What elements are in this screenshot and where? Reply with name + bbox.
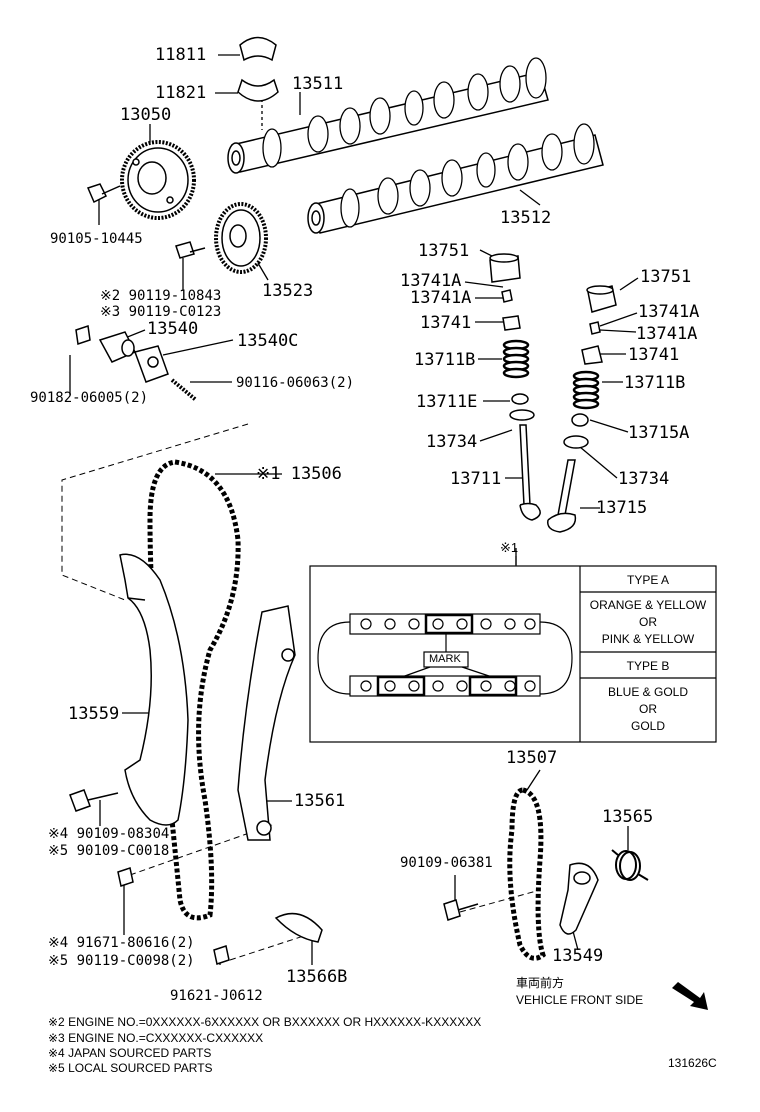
label-91671-80616: ※4 91671-80616(2) <box>48 935 195 951</box>
label-13715a: 13715A <box>628 423 690 443</box>
label-13751-left: 13751 <box>418 241 470 261</box>
label-90119-c0098: ※5 90119-C0098(2) <box>48 953 195 969</box>
type-a-header: TYPE A <box>626 573 670 587</box>
bolt-91671 <box>117 867 134 887</box>
label-13741a-right-1: 13741A <box>638 302 700 322</box>
bolt-91621 <box>213 945 230 965</box>
label-90116-06063: 90116-06063(2) <box>236 375 355 391</box>
label-13540c: 13540C <box>237 331 299 351</box>
type-b-color-3: GOLD <box>630 719 665 733</box>
label-13715: 13715 <box>596 498 648 518</box>
bolt-90109-06381 <box>443 899 479 921</box>
label-13711b-right: 13711B <box>624 373 686 393</box>
label-90105-10445: 90105-10445 <box>50 231 143 247</box>
sprocket-13523 <box>214 202 268 274</box>
label-90109-08304: ※4 90109-08304 <box>48 826 170 842</box>
valve-group-right <box>547 285 617 533</box>
chain-slipper-13561 <box>237 605 296 841</box>
label-13523: 13523 <box>262 281 314 301</box>
camshaft-13512 <box>307 123 604 234</box>
vehicle-front-en: VEHICLE FRONT SIDE <box>516 993 644 1007</box>
label-90119-10843: ※2 90119-10843 <box>100 288 222 304</box>
type-b-header: TYPE B <box>626 659 670 673</box>
label-13559: 13559 <box>68 704 120 724</box>
bolt-90105 <box>86 183 121 204</box>
label-13741-left: 13741 <box>420 313 472 333</box>
label-90109-06381: 90109-06381 <box>400 855 493 871</box>
note-4: ※4 JAPAN SOURCED PARTS <box>48 1046 212 1060</box>
vehicle-front-jp: 車両前方 <box>516 976 565 990</box>
type-b-color-1: BLUE & GOLD <box>607 685 689 699</box>
vehicle-front-arrow-icon <box>672 982 708 1010</box>
vvt-gear-13050 <box>120 140 196 220</box>
label-13741a-right-2: 13741A <box>636 324 698 344</box>
bearing-11821 <box>237 78 279 102</box>
label-13751-right: 13751 <box>640 267 692 287</box>
label-13741-right: 13741 <box>628 345 680 365</box>
label-13711e: 13711E <box>416 392 478 412</box>
detail-ref-mark: ※1 <box>500 540 519 555</box>
label-90182-06005: 90182-06005(2) <box>30 390 149 406</box>
gasket-13540c <box>134 345 169 383</box>
figure-id: 131626C <box>668 1056 717 1070</box>
label-13511: 13511 <box>292 74 344 94</box>
label-13050: 13050 <box>120 105 172 125</box>
type-a-color-3: PINK & YELLOW <box>601 632 695 646</box>
label-11811: 11811 <box>155 45 207 65</box>
note-5: ※5 LOCAL SOURCED PARTS <box>48 1061 213 1075</box>
label-13540: 13540 <box>147 319 199 339</box>
type-a-color-1: ORANGE & YELLOW <box>589 598 707 612</box>
spring-13565 <box>611 849 649 881</box>
label-13711: 13711 <box>450 469 502 489</box>
damper-13566b <box>274 912 323 943</box>
tensioner-arm-13549 <box>559 862 599 935</box>
type-b-color-2: OR <box>639 702 657 716</box>
bearing-11811 <box>239 36 277 62</box>
chain-mark-detail-box <box>309 556 717 743</box>
label-11821: 11821 <box>155 83 207 103</box>
valve-group-left <box>489 253 541 521</box>
label-13565: 13565 <box>602 807 654 827</box>
label-13734-right: 13734 <box>618 469 670 489</box>
label-90109-c0018: ※5 90109-C0018 <box>48 843 170 859</box>
label-13506: ※1 13506 <box>256 464 342 484</box>
label-90119-c0123: ※3 90119-C0123 <box>100 304 222 320</box>
mark-label: MARK <box>429 653 461 665</box>
label-13549: 13549 <box>552 946 604 966</box>
note-2: ※2 ENGINE NO.=0XXXXXX-6XXXXXX OR BXXXXXX… <box>48 1015 482 1029</box>
label-13741a-left-1: 13741A <box>400 271 462 291</box>
label-13711b-left: 13711B <box>414 350 476 370</box>
label-91621-j0612: 91621-J0612 <box>170 988 263 1004</box>
chain-guide-13559 <box>119 553 189 826</box>
nut-90182 <box>75 325 91 345</box>
label-13734-left: 13734 <box>426 432 478 452</box>
bolt-90119 <box>175 241 206 259</box>
label-13512: 13512 <box>500 208 552 228</box>
camshaft-13511 <box>227 57 549 174</box>
bolt-90109 <box>69 789 119 812</box>
label-13566b: 13566B <box>286 967 348 987</box>
chain-13507 <box>507 787 546 961</box>
label-13507: 13507 <box>506 748 558 768</box>
stud-90116 <box>170 378 198 402</box>
note-3: ※3 ENGINE NO.=CXXXXXX-CXXXXXX <box>48 1031 264 1045</box>
label-13741a-left-2: 13741A <box>410 288 472 308</box>
type-a-color-2: OR <box>639 615 657 629</box>
label-13561: 13561 <box>294 791 346 811</box>
